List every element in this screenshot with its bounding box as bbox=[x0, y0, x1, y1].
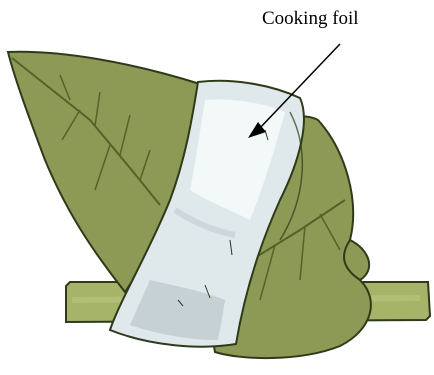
cooking-foil-label: Cooking foil bbox=[262, 8, 359, 30]
